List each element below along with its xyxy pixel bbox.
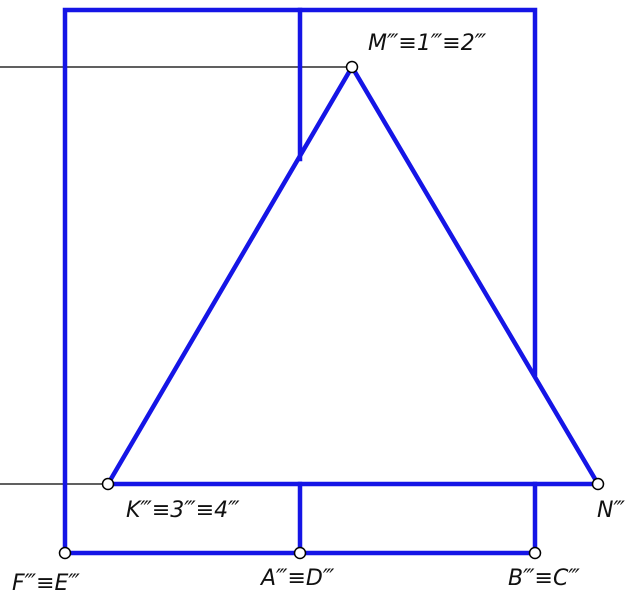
label-a: A‴≡D‴ xyxy=(259,566,335,591)
label-b: B‴≡C‴ xyxy=(508,566,580,591)
point-k-marker xyxy=(101,477,115,491)
point-n-marker xyxy=(591,477,605,491)
triangle-kmn xyxy=(104,62,602,487)
label-m: M‴≡1‴≡2‴ xyxy=(368,31,487,56)
label-f: F‴≡E‴ xyxy=(12,571,80,596)
label-k: K‴≡3‴≡4‴ xyxy=(126,498,240,523)
label-n: N‴ xyxy=(597,498,625,523)
point-m-marker xyxy=(345,60,359,74)
outer-frame xyxy=(62,7,538,556)
point-a-marker xyxy=(293,546,307,560)
point-f-marker xyxy=(58,546,72,560)
point-b-marker xyxy=(528,546,542,560)
